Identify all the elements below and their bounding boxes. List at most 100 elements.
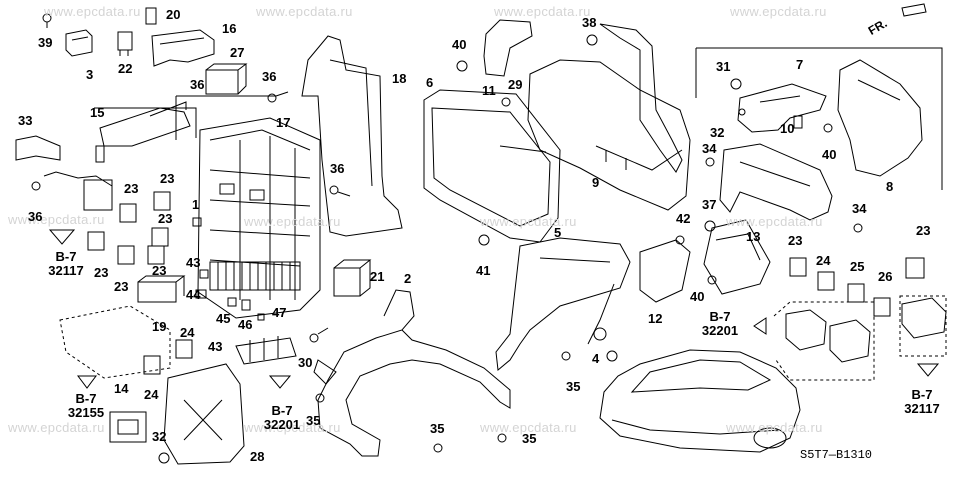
- part-label-24-c: 24: [816, 253, 831, 268]
- part-label-46: 46: [238, 317, 253, 332]
- bracket-5-shape: [496, 238, 630, 370]
- part-label-40-c: 40: [822, 147, 837, 162]
- bolt-30-shape: [310, 328, 328, 342]
- relay-24b-shape: [144, 356, 160, 374]
- part-label-23-h: 23: [916, 223, 931, 238]
- part-label-16: 16: [222, 21, 237, 36]
- part-label-17: 17: [276, 115, 291, 130]
- bracket-9-shape: [528, 60, 690, 210]
- part-label-22: 22: [118, 61, 133, 76]
- bolt-40a-shape: [457, 61, 467, 71]
- fuse-44-shape: [196, 290, 206, 298]
- part-label-35-d: 35: [566, 379, 581, 394]
- bracket-18-shape: [302, 36, 402, 236]
- bracket-11-shape: [484, 20, 532, 76]
- bolt-36a-shape: [268, 92, 288, 102]
- part-label-9: 9: [592, 175, 600, 190]
- reference-3[interactable]: B-7 32201: [252, 404, 312, 432]
- relay-23-group-shape: [88, 192, 170, 264]
- bolt-29-shape: [502, 98, 510, 106]
- part-label-23-f: 23: [114, 279, 129, 294]
- part-label-15: 15: [90, 105, 105, 120]
- bolt-41-shape: [479, 235, 489, 245]
- watermark-10: www.epcdata.ru: [244, 420, 341, 435]
- relay-23b-shape: [790, 258, 806, 276]
- reference-4-code: B-7: [709, 309, 731, 324]
- part-label-41: 41: [476, 263, 491, 278]
- fuse-box-17-shape: [198, 118, 320, 318]
- reference-2[interactable]: B-7 32155: [56, 392, 116, 420]
- part-label-21: 21: [370, 269, 385, 284]
- part-label-30: 30: [298, 355, 313, 370]
- part-label-40-a: 40: [452, 37, 467, 52]
- part-label-23-c: 23: [158, 211, 173, 226]
- part-label-25: 25: [850, 259, 865, 274]
- cover-28-shape: [164, 364, 244, 464]
- watermark-7: www.epcdata.ru: [480, 214, 577, 229]
- part-label-29: 29: [508, 77, 523, 92]
- part-label-43-b: 43: [208, 339, 223, 354]
- reference-2-page: 32155: [67, 405, 105, 420]
- bolt-32-shape: [159, 453, 169, 463]
- fuse-47-shape: [258, 314, 264, 320]
- relay-22-shape: [118, 32, 132, 56]
- watermark-11: www.epcdata.ru: [480, 420, 577, 435]
- part-label-5: 5: [554, 225, 562, 240]
- bolt-40b-shape: [708, 276, 716, 284]
- fuse-1-shape: [193, 218, 201, 226]
- relay-24c-shape: [818, 272, 834, 290]
- bolt-38-shape: [587, 35, 597, 45]
- relay-19-shape: [138, 276, 184, 302]
- bolt-37-shape: [705, 221, 715, 231]
- part-label-33: 33: [18, 113, 33, 128]
- watermark-2: www.epcdata.ru: [256, 4, 353, 19]
- bolt-42-shape: [676, 236, 684, 244]
- part-label-36-mid: 36: [262, 69, 277, 84]
- bracket-37-shape: [720, 144, 832, 220]
- watermark-8: www.epcdata.ru: [726, 214, 823, 229]
- reference-4[interactable]: B-7 32201: [690, 310, 750, 338]
- part-label-19: 19: [152, 319, 167, 334]
- bolt-36c-shape: [330, 186, 350, 196]
- reference-1[interactable]: B-7 32117: [36, 250, 96, 278]
- reference-3-code: B-7: [271, 403, 293, 418]
- ecu-6-shape: [424, 90, 560, 242]
- clip-10-shape: [794, 116, 802, 128]
- part-label-35-c: 35: [522, 431, 537, 446]
- part-label-36-right: 36: [330, 161, 345, 176]
- part-label-23-g: 23: [788, 233, 803, 248]
- part-label-12: 12: [648, 311, 663, 326]
- part-label-36-left: 36: [28, 209, 43, 224]
- stay-38-shape: [600, 24, 682, 172]
- bracket-8-shape: [838, 60, 922, 176]
- bolt-35-shapes: [316, 352, 570, 452]
- part-label-31: 31: [716, 59, 731, 74]
- part-label-23-d: 23: [94, 265, 109, 280]
- part-label-36-top: 36: [190, 77, 205, 92]
- reference-5[interactable]: B-7 32117: [892, 388, 952, 416]
- part-label-13: 13: [746, 229, 761, 244]
- part-label-45: 45: [216, 311, 231, 326]
- part-label-26: 26: [878, 269, 893, 284]
- part-label-23-e: 23: [152, 263, 167, 278]
- watermark-9: www.epcdata.ru: [8, 420, 105, 435]
- reference-4-page: 32201: [701, 323, 739, 338]
- bolt-31-shape: [731, 79, 741, 89]
- part-label-42: 42: [676, 211, 691, 226]
- bolt-34b-shape: [854, 224, 862, 232]
- vehicle-shape: [600, 350, 800, 452]
- part-label-34-b: 34: [852, 201, 867, 216]
- part-label-11: 11: [482, 83, 496, 98]
- part-label-23-a: 23: [124, 181, 139, 196]
- connectors-right-shape: [786, 298, 946, 362]
- clip-3-shape: [66, 30, 92, 56]
- arrows-shape: [50, 4, 938, 388]
- part-label-32-b: 32: [710, 125, 725, 140]
- part-label-38: 38: [582, 15, 597, 30]
- bracket-16-shape: [152, 30, 214, 66]
- fuse-46-shape: [242, 300, 250, 310]
- part-label-3: 3: [86, 67, 94, 82]
- connector-43-shape: [236, 336, 296, 364]
